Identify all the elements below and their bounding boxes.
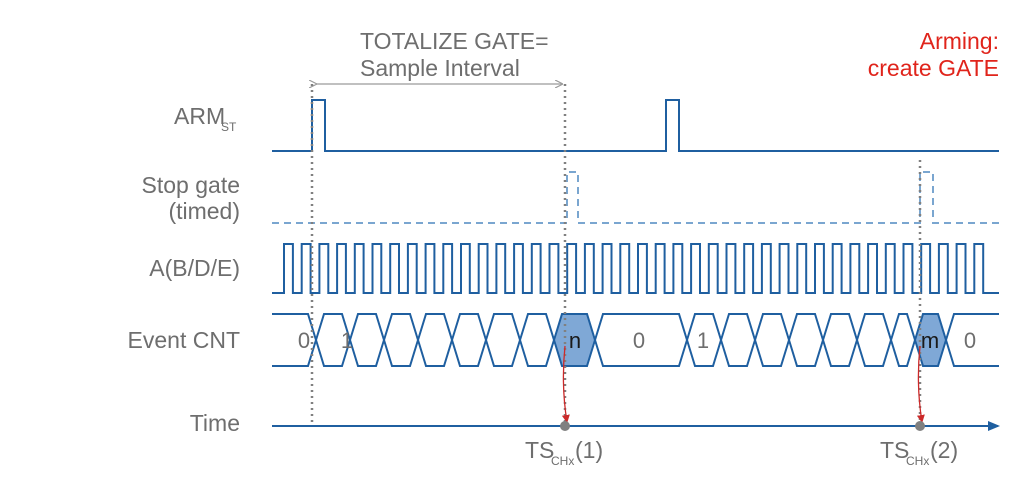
stop-gate-label-line2: (timed): [168, 198, 240, 224]
gate-annotation-line2: Sample Interval: [360, 55, 520, 81]
ts1-sub: CHx: [551, 454, 574, 468]
event-value-0-second: 0: [633, 328, 645, 353]
event-bus-bottom: [272, 336, 999, 367]
event-cnt-values: 0 1 n 0 1 m 0: [298, 328, 976, 353]
event-value-1-first: 1: [341, 328, 353, 353]
arm-label: ARM: [174, 103, 225, 129]
event-value-0-third: 0: [964, 328, 976, 353]
clock-signal: [272, 243, 999, 294]
event-value-1-second: 1: [697, 328, 709, 353]
ts1-main: TS: [525, 437, 554, 463]
arming-annotation-line1: Arming:: [920, 28, 999, 54]
event-value-0-first: 0: [298, 328, 310, 353]
event-value-m: m: [921, 328, 939, 353]
clock-label: A(B/D/E): [149, 255, 240, 281]
arm-label-subscript: ST: [221, 120, 237, 134]
arming-annotation-line2: create GATE: [868, 55, 999, 81]
ts2-main: TS: [880, 437, 909, 463]
gate-annotation-line1: TOTALIZE GATE=: [360, 28, 549, 54]
ts2-sub: CHx: [906, 454, 929, 468]
arm-signal: [272, 99, 999, 152]
event-bus-top: [272, 313, 999, 344]
time-label: Time: [190, 410, 240, 436]
timestamp-label-1: TS CHx (1): [525, 437, 603, 468]
event-cnt-label: Event CNT: [128, 327, 240, 353]
event-segment-m: [915, 314, 946, 366]
capture-arrow-2: [916, 345, 925, 423]
timestamp-marker-1: [560, 421, 570, 431]
capture-arrow-1: [561, 345, 570, 423]
event-value-n: n: [569, 328, 581, 353]
ts2-suffix: (2): [930, 437, 958, 463]
timestamp-label-2: TS CHx (2): [880, 437, 958, 468]
arm-row-label: ARM ST: [174, 103, 237, 134]
stop-gate-signal: [272, 171, 999, 224]
ts1-suffix: (1): [575, 437, 603, 463]
stop-gate-label-line1: Stop gate: [142, 172, 240, 198]
timestamp-marker-2: [915, 421, 925, 431]
